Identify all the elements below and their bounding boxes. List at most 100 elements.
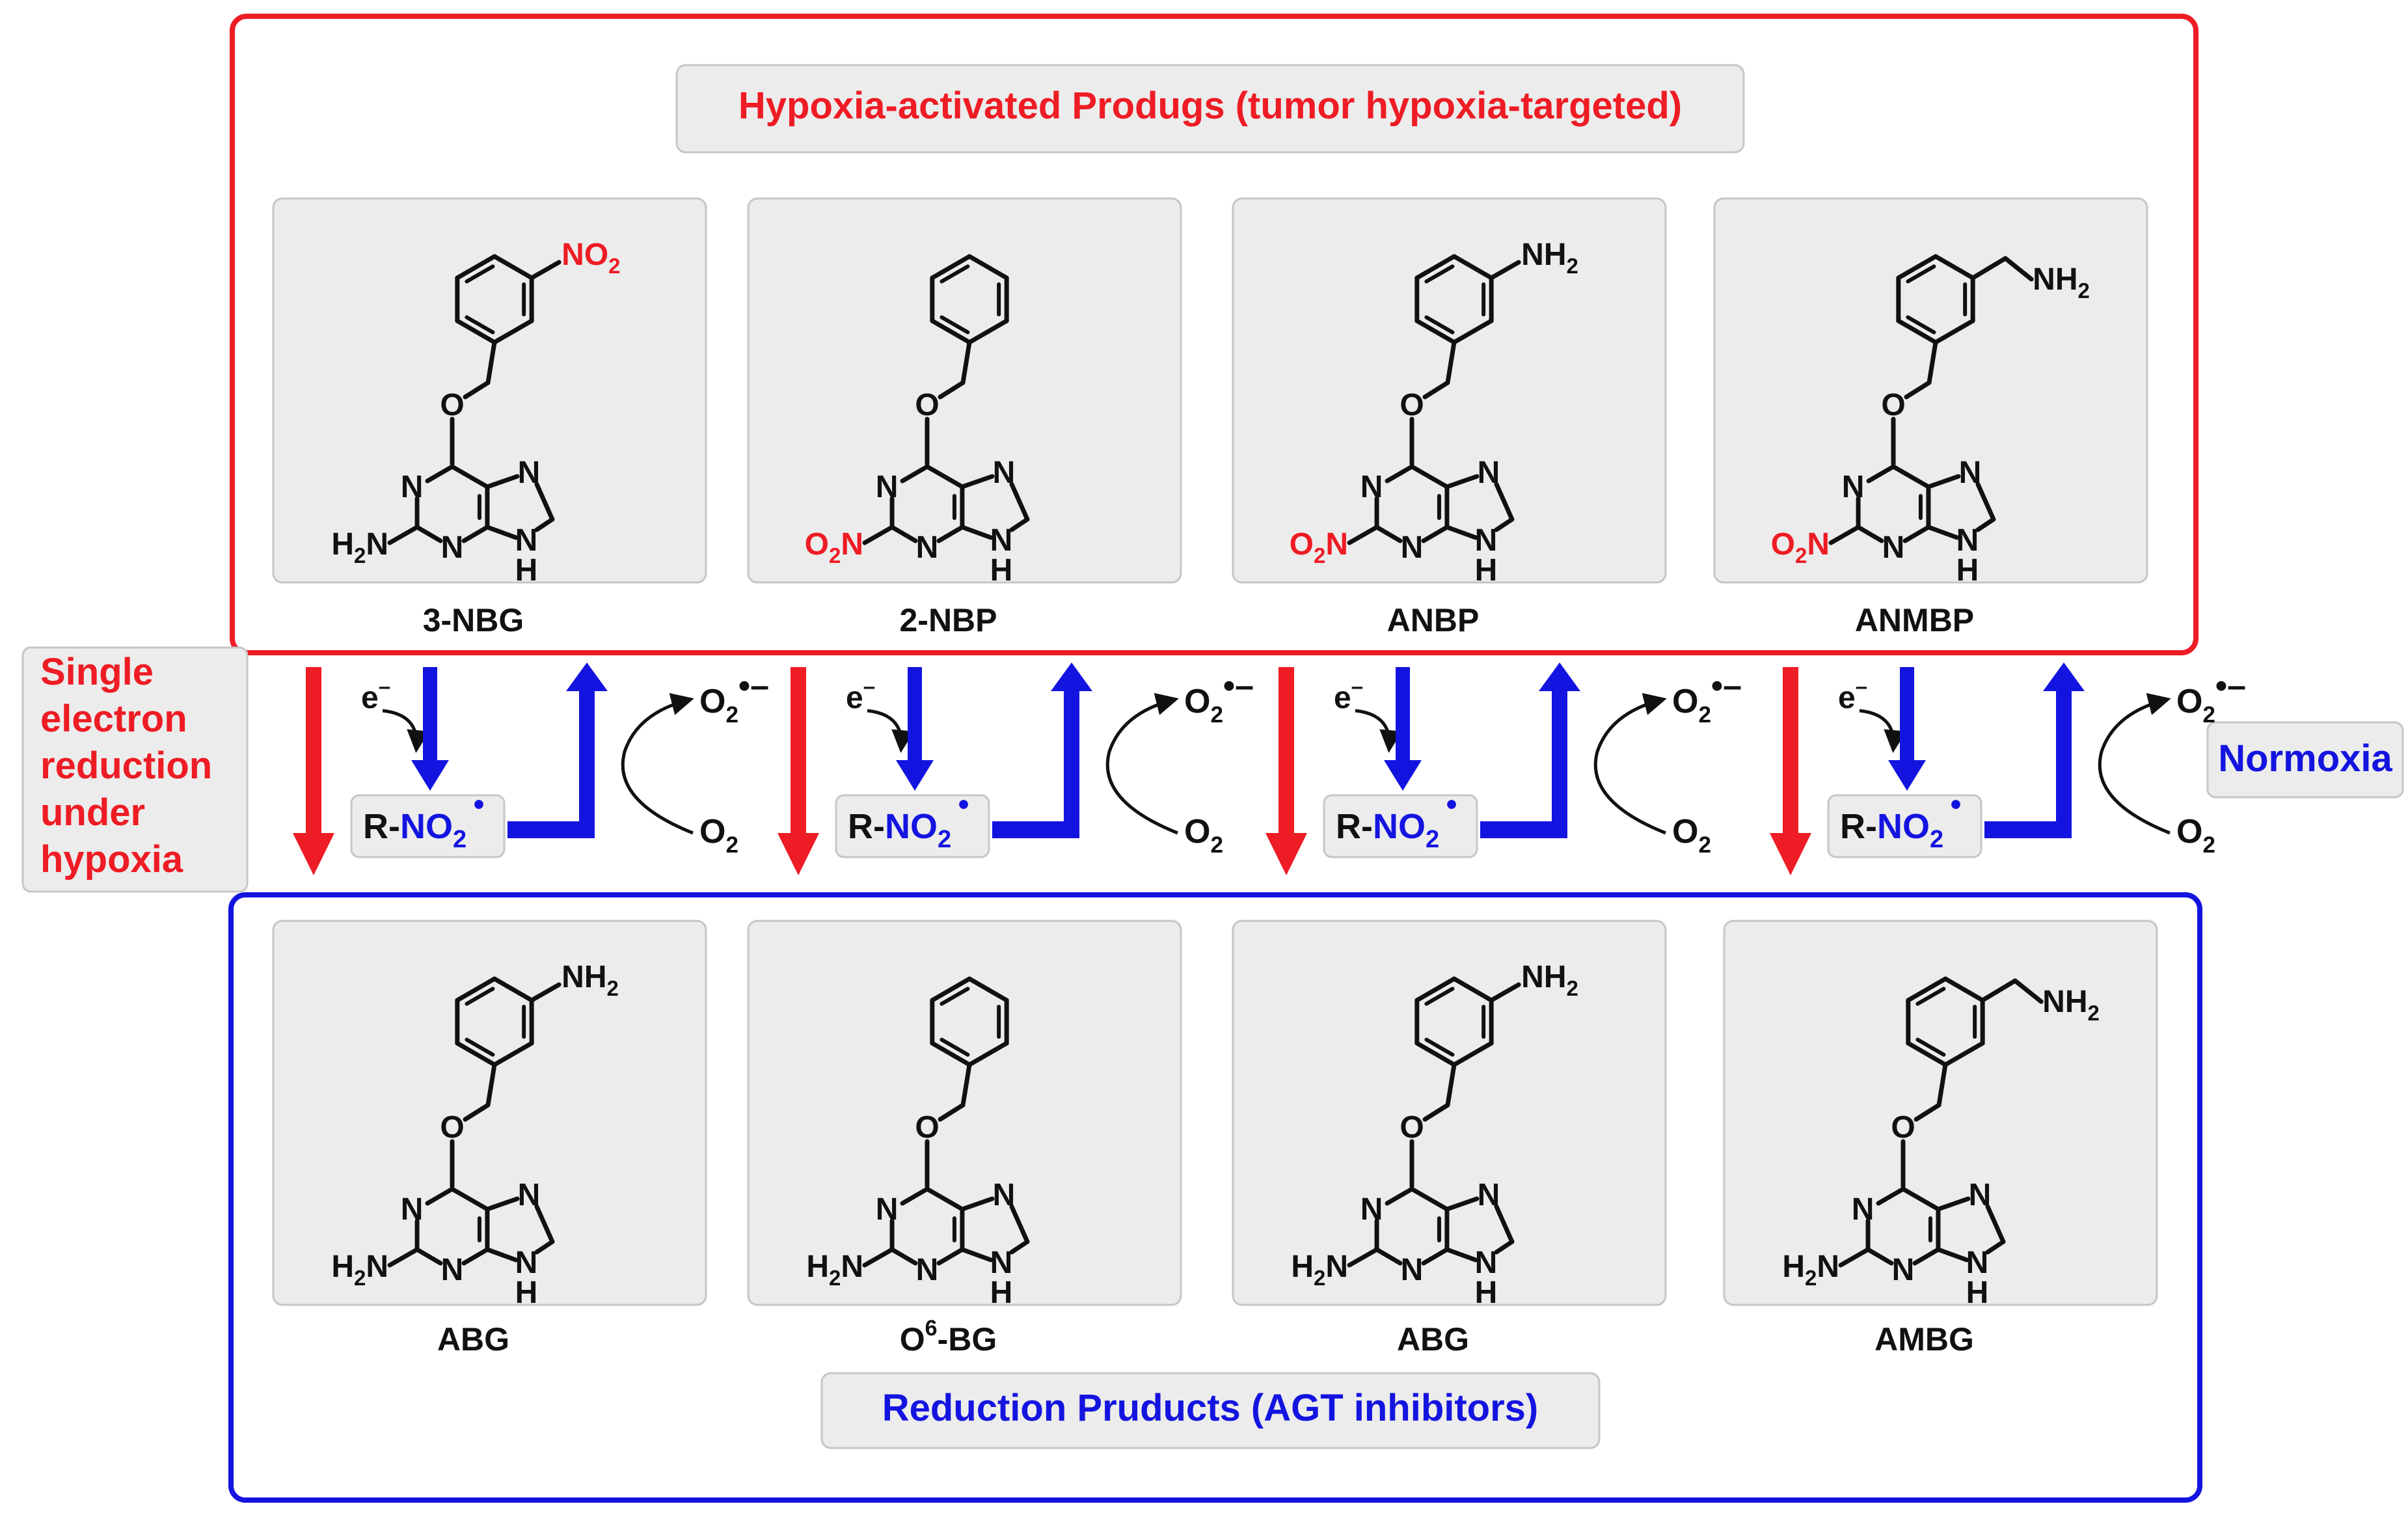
- benzene-bond: [455, 254, 497, 280]
- benzene-bond: [930, 318, 972, 345]
- hypoxia-label-box: [21, 646, 249, 893]
- hypoxia-label-line: under: [40, 791, 145, 834]
- hypoxia-arrow-head: [778, 833, 819, 875]
- purine-amino-label-part: 2: [829, 1266, 841, 1290]
- purine-n9: N: [1956, 523, 1979, 558]
- imidazole-bond: [960, 1196, 995, 1212]
- benzene-double-bond: [940, 1037, 970, 1057]
- amino-group-label-part: NH: [2033, 262, 2077, 297]
- superoxide-label-part: O: [2176, 683, 2202, 720]
- benzene-bond: [1414, 254, 1457, 280]
- superoxide-label-part: •–: [738, 667, 769, 705]
- imidazole-bond: [1926, 525, 1960, 540]
- imidazole-bond: [960, 525, 994, 540]
- benzene-bond: [930, 1041, 972, 1067]
- benzene-bond: [455, 976, 497, 1003]
- benzene-bond: [967, 318, 1009, 345]
- imidazole-bond: [1494, 482, 1515, 522]
- benzene-double-bond: [1915, 987, 1946, 1006]
- imidazole-bond: [1936, 1196, 1971, 1212]
- oxygen-transfer-arrow: [2098, 692, 2171, 835]
- purine-nitro-label: O2N: [1771, 527, 1830, 567]
- purine-amino-label-part: 2: [1805, 1266, 1817, 1290]
- purine-n1: N: [876, 1192, 899, 1227]
- purine-n1: N: [401, 1192, 424, 1227]
- purine-n1: N: [876, 470, 899, 504]
- purine-bond: [1421, 525, 1450, 543]
- ether-bond: [1422, 380, 1450, 400]
- purine-bond: [1891, 464, 1931, 489]
- purine-bond: [925, 1186, 965, 1212]
- purine-amino-label-part: 2: [354, 543, 366, 567]
- purine-nitro-label-part: N: [841, 527, 863, 562]
- superoxide-label-part: •–: [1711, 667, 1742, 705]
- purine-bond: [1374, 1247, 1403, 1266]
- benzene-double-bond: [465, 1037, 495, 1057]
- imidazole-bond: [534, 517, 555, 532]
- radical-anion-label-part: NO: [885, 807, 938, 846]
- ether-oxygen: O: [440, 388, 464, 422]
- amino-group-label-part: 2: [1566, 254, 1578, 278]
- ether-bond: [1422, 1102, 1450, 1122]
- electron-label-part: –: [379, 674, 390, 698]
- benzene-bond: [492, 318, 534, 345]
- purine-amino-label: H2N: [806, 1250, 863, 1290]
- superoxide-label-part: O: [1184, 683, 1210, 720]
- radical-anion-label-part: R-: [1336, 807, 1373, 846]
- compound-name-part: O: [900, 1321, 925, 1358]
- structure-panel: [1723, 920, 2158, 1306]
- amino-group-label: NH2: [1521, 960, 1578, 1000]
- purine-amino-label: H2N: [1782, 1250, 1839, 1290]
- radical-anion-label: R-NO2: [1840, 807, 1943, 853]
- hypoxia-arrow-shaft: [791, 667, 806, 833]
- benzene-bond: [967, 254, 1009, 280]
- radical-anion-label-part: R-: [848, 807, 885, 846]
- imidazole-bond: [1975, 482, 1996, 522]
- purine-n3: N: [1401, 530, 1424, 565]
- purine-bond: [1385, 1186, 1414, 1206]
- oxygen-label-part: O: [2176, 813, 2202, 851]
- benzene-bond: [1943, 976, 1985, 1003]
- compound-name: ABG: [437, 1321, 509, 1358]
- imidazole-bond: [1444, 525, 1478, 540]
- purine-2-substituent-bond: [1838, 1247, 1871, 1268]
- compound-name: 3-NBG: [423, 602, 524, 638]
- compound-name: ANBP: [1387, 602, 1480, 638]
- ether-bond: [463, 1102, 491, 1122]
- reoxidation-arrow-shaft: [579, 690, 595, 838]
- aminomethyl-bond: [2012, 978, 2044, 1004]
- electron-label: e–: [361, 674, 390, 715]
- amino-group-label-part: NH: [1521, 238, 1566, 272]
- purine-n1: N: [1360, 470, 1383, 504]
- superoxide-label: O2•–: [1672, 667, 1742, 728]
- benzyl-bond: [1936, 1062, 1948, 1108]
- benzene-bond: [1933, 254, 1975, 280]
- purine-n1: N: [401, 470, 424, 504]
- ether-bond: [1904, 380, 1932, 400]
- purine-n3: N: [916, 1253, 939, 1287]
- oxygen-transfer-arrow: [1593, 692, 1667, 835]
- superoxide-label-part: 2: [1698, 702, 1711, 728]
- purine-nitro-label-part: O: [1290, 527, 1314, 562]
- aryl-substituent-bond: [529, 982, 561, 1003]
- purine-n9: N: [1475, 523, 1498, 558]
- ether-oxygen: O: [1400, 1110, 1424, 1145]
- imidazole-bond: [1009, 1204, 1030, 1244]
- prodrug-title: Hypoxia-activated Produgs (tumor hypoxia…: [738, 85, 1682, 127]
- amino-group-label: NH2: [561, 960, 619, 1000]
- aryl-substituent-bond: [529, 260, 561, 280]
- reduction-arrow-shaft: [1396, 667, 1410, 761]
- oxygen-label: O2: [1184, 813, 1223, 858]
- superoxide-label-part: 2: [2202, 702, 2215, 728]
- benzene-double-bond: [1424, 1037, 1455, 1057]
- oxygen-label: O2: [699, 813, 738, 858]
- benzene-bond: [1414, 976, 1457, 1003]
- purine-n9: N: [515, 523, 538, 558]
- purine-n3: N: [441, 530, 464, 565]
